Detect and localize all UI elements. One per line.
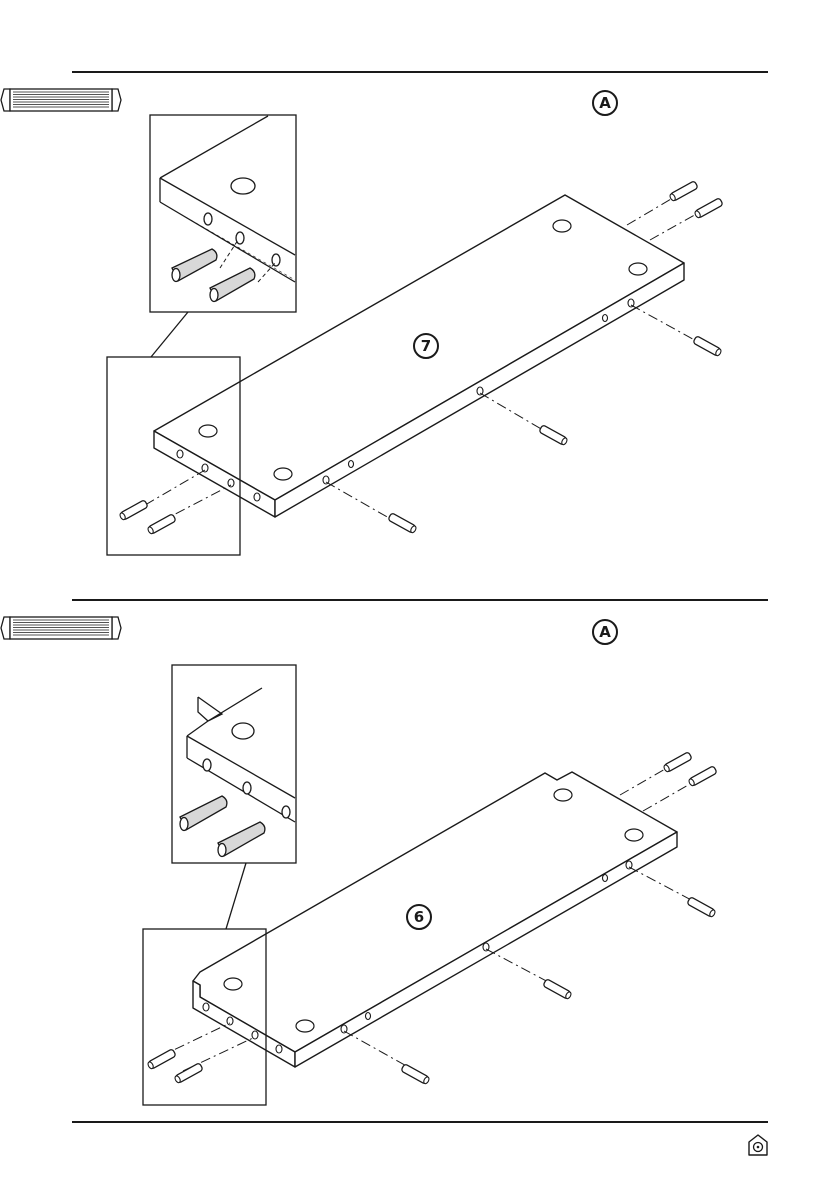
assembly-step-section: A bbox=[0, 600, 840, 1120]
bottom-rule bbox=[72, 1121, 768, 1123]
house-logo-icon bbox=[747, 1133, 769, 1157]
step-number: 6 bbox=[414, 908, 424, 926]
panel-assembly-drawing bbox=[0, 0, 840, 590]
assembly-step-section: A bbox=[0, 0, 840, 590]
step-number-circle: 6 bbox=[406, 904, 432, 930]
step-number: 7 bbox=[421, 337, 431, 355]
panel-assembly-drawing bbox=[0, 600, 840, 1120]
step-number-circle: 7 bbox=[413, 333, 439, 359]
